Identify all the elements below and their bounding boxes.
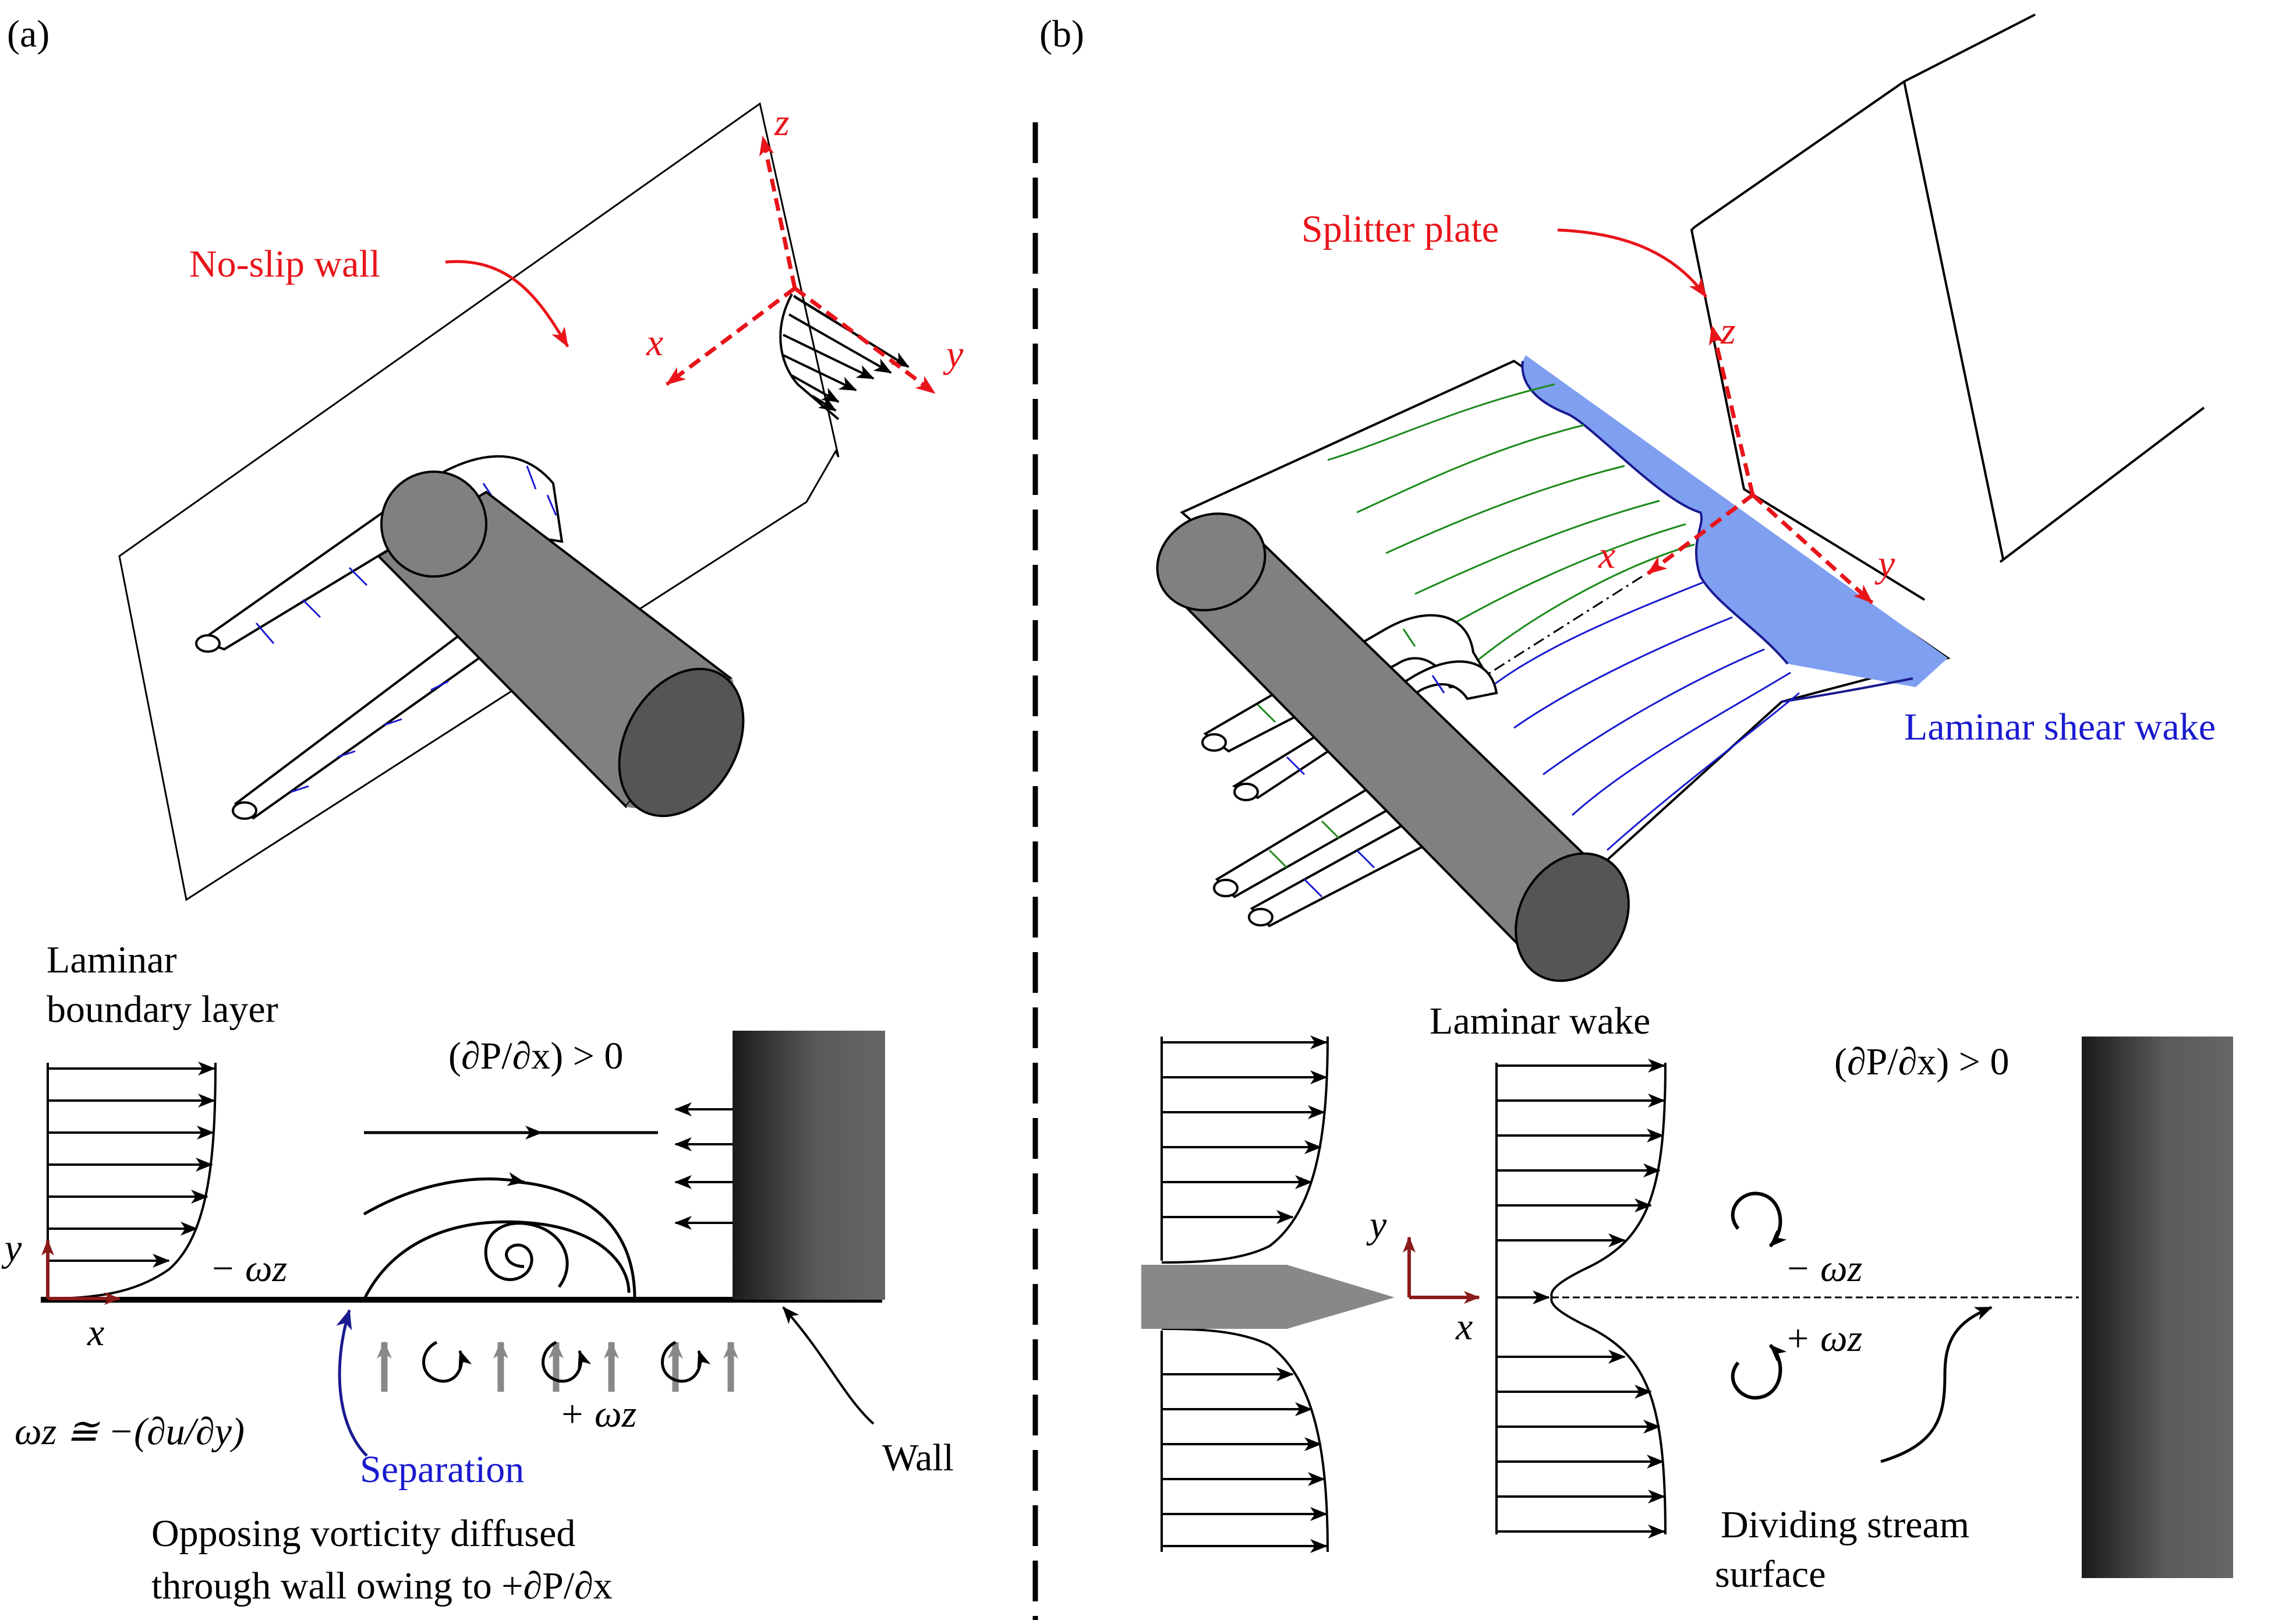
wake-streamlines-blue	[1490, 581, 1800, 851]
shear-wake-label: Laminar shear wake	[1904, 706, 2216, 748]
splitter-plate-section	[1141, 1265, 1395, 1329]
dividing-surface-label-2: surface	[1715, 1553, 1826, 1596]
wall-label-a: Wall	[882, 1437, 954, 1479]
axis-b2-x: x	[1455, 1306, 1473, 1348]
wall-arrow-a	[782, 1306, 875, 1425]
axes-a-top	[665, 136, 936, 395]
caption-line-2: through wall owing to +∂P/∂x	[151, 1565, 613, 1607]
caption-line-1: Opposing vorticity diffused	[151, 1512, 575, 1555]
axis-z-label: z	[774, 101, 790, 144]
vorticity-definition: ωz ≅ −(∂u/∂y)	[15, 1410, 245, 1453]
neg-vorticity-label-a: − ωz	[210, 1247, 287, 1290]
boundary-layer-label-2: boundary layer	[47, 988, 278, 1031]
separation-streamlines	[362, 1126, 658, 1301]
axes-b-top	[1646, 325, 1874, 604]
boundary-layer-profile	[47, 1062, 217, 1300]
axis-y-label: y	[943, 333, 964, 376]
no-slip-wall-plane	[118, 102, 840, 901]
axes-a-bottom	[41, 1239, 121, 1305]
upper-inflow-profile	[1161, 1035, 1329, 1264]
wall-velocity-profile	[779, 293, 910, 420]
axis-a-y: y	[1, 1227, 22, 1269]
wake-streamlines-green	[1327, 383, 1695, 665]
cylinder-b	[1156, 512, 1630, 982]
panel-tag-b: (b)	[1039, 13, 1084, 55]
separation-arrow	[336, 1309, 368, 1457]
wake-profile	[1495, 1059, 1667, 1538]
pressure-gradient-label-b: (∂P/∂x) > 0	[1834, 1041, 2009, 1083]
axes-b-bottom	[1403, 1236, 1480, 1304]
no-slip-wall-arrow	[445, 260, 569, 348]
boundary-layer-label-1: Laminar	[47, 939, 177, 981]
splitter-plate-label: Splitter plate	[1301, 208, 1499, 250]
wake-fill	[1522, 355, 1948, 687]
pos-vortices	[422, 1340, 711, 1383]
pos-vorticity-label-a: + ωz	[559, 1393, 636, 1435]
axis-b-y: y	[1874, 543, 1895, 585]
pos-vorticity-label-b: + ωz	[1785, 1317, 1862, 1360]
axis-b-z: z	[1720, 310, 1736, 352]
no-slip-wall-label: No-slip wall	[189, 243, 380, 285]
pressure-gradient-label-a: (∂P/∂x) > 0	[448, 1035, 623, 1077]
axis-b-x: x	[1598, 534, 1615, 576]
separation-label: Separation	[360, 1448, 524, 1491]
axis-x-label: x	[646, 321, 663, 364]
wall-block-a	[733, 1031, 885, 1300]
wake-label: Laminar wake	[1430, 1000, 1650, 1042]
wake-vortices	[1731, 1191, 1787, 1400]
dividing-surface-arrow	[1880, 1306, 1993, 1463]
cylinder-a	[376, 471, 745, 818]
wall-block-b	[2082, 1037, 2233, 1578]
axis-a-x: x	[87, 1311, 104, 1354]
axis-b2-y: y	[1366, 1204, 1387, 1246]
dividing-surface-label-1: Dividing stream	[1721, 1504, 1969, 1546]
wake-centerline	[1467, 575, 1643, 688]
splitter-plate	[1690, 13, 2205, 601]
neg-vorticity-label-b: − ωz	[1785, 1247, 1862, 1290]
lower-inflow-profile	[1161, 1328, 1329, 1553]
splitter-plate-arrow	[1557, 228, 1708, 298]
diffusion-arrows	[377, 1341, 738, 1392]
panel-tag-a: (a)	[7, 13, 49, 55]
